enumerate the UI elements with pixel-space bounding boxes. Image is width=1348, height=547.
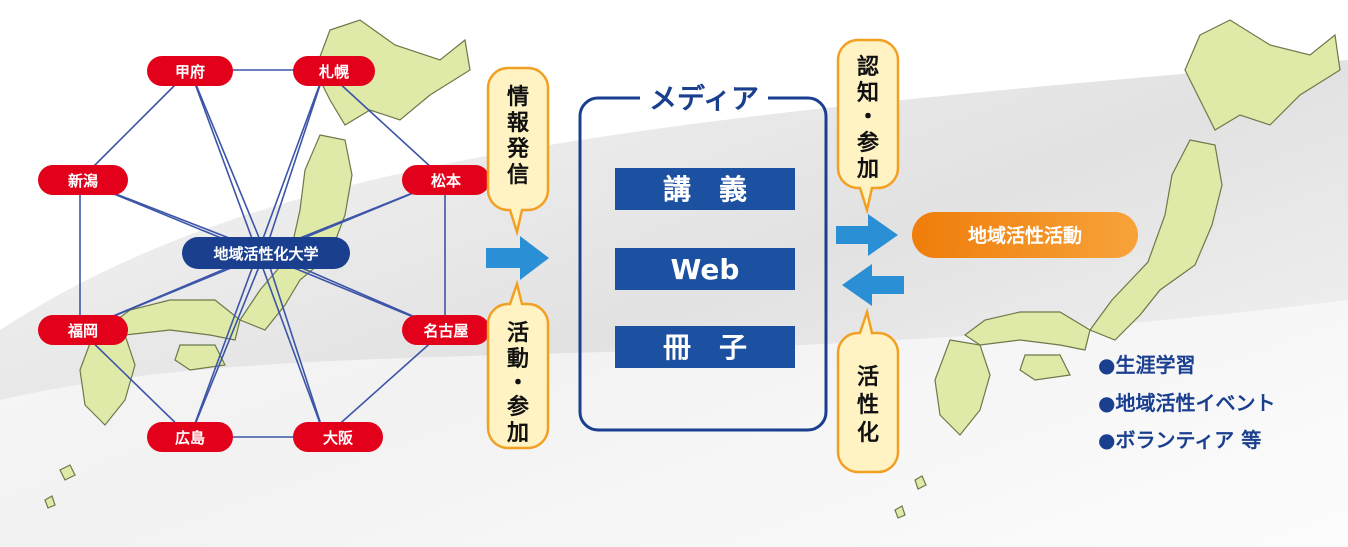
- bubble-char: 発: [506, 137, 530, 162]
- background-sweep-light: [0, 300, 1348, 547]
- city-node-fukuoka: 福岡: [38, 315, 128, 345]
- media-item-web: [615, 248, 795, 290]
- bubble-char: 認: [857, 54, 879, 80]
- bubble-aware-join: 認 知 ・ 参 加: [836, 38, 900, 215]
- link-hub-sapporo: [264, 69, 326, 253]
- bubble-activate: 活 性 化: [836, 307, 900, 474]
- activity-pill: [912, 212, 1138, 258]
- arrow-right-icon: [836, 214, 898, 256]
- city-label: 福岡: [67, 322, 98, 340]
- link-niigata-kofu: [79, 69, 191, 181]
- city-label: 大阪: [323, 429, 354, 447]
- media-item-label: 講 義: [663, 173, 747, 206]
- bubble-char: 参: [507, 394, 529, 420]
- bubble-char: 性: [857, 393, 879, 418]
- bubble-send: 情 報 発 信: [486, 66, 550, 237]
- bubble-char: 信: [507, 162, 529, 188]
- outcome-item: ●ボランティア 等: [1098, 428, 1261, 452]
- city-pill: [147, 56, 233, 86]
- city-pill: [402, 315, 490, 345]
- media-item-booklet: [615, 326, 795, 368]
- link-hub-osaka: [264, 251, 326, 438]
- bubble-char: 活: [507, 321, 529, 346]
- city-pill: [38, 165, 128, 195]
- city-pill: [147, 422, 233, 452]
- media-item-label: 冊 子: [663, 331, 747, 364]
- arrow-right-icon: [486, 236, 549, 280]
- city-label: 松本: [431, 172, 461, 190]
- city-label: 新潟: [68, 172, 98, 190]
- link-nagoya-osaka: [324, 329, 446, 438]
- media-title: メディア: [649, 82, 759, 115]
- city-node-sapporo: 札幌: [293, 56, 375, 86]
- bubble-char: 加: [856, 157, 879, 182]
- city-node-matsumoto: 松本: [402, 165, 490, 195]
- link-hub-hiroshima: [189, 251, 266, 438]
- link-hiroshima-fukuoka: [79, 329, 191, 438]
- city-pill: [293, 422, 383, 452]
- media-item-lecture: [615, 168, 795, 210]
- activity-node: 地域活性活動: [912, 212, 1138, 258]
- bubble-act-join: 活 動 ・ 参 加: [486, 279, 550, 450]
- city-node-hiroshima: 広島: [147, 422, 233, 452]
- map-japan-right: [894, 19, 1341, 519]
- bubble-char: 情: [507, 84, 529, 110]
- city-label: 広島: [175, 429, 205, 447]
- city-label: 名古屋: [423, 322, 468, 340]
- city-pill: [38, 315, 128, 345]
- bubble-char: ・: [507, 371, 529, 396]
- outcome-list: ●生涯学習 ●地域活性イベント ●ボランティア 等: [1098, 353, 1275, 452]
- bubble-char: 加: [506, 421, 529, 446]
- bubble-char: 化: [857, 420, 879, 446]
- city-label: 札幌: [318, 63, 349, 81]
- bubble-char: 知: [857, 80, 879, 106]
- bubble-char: 報: [507, 110, 530, 136]
- city-node-kofu: 甲府: [147, 56, 233, 86]
- city-pill: [402, 165, 490, 195]
- city-node-niigata: 新潟: [38, 165, 128, 195]
- outcome-item: ●地域活性イベント: [1098, 391, 1275, 415]
- bubble-char: ・: [857, 105, 879, 130]
- arrow-left-icon: [842, 264, 904, 306]
- activity-label: 地域活性活動: [968, 224, 1082, 247]
- bubble-char: 活: [857, 365, 879, 390]
- bubble-char: 動: [507, 347, 529, 372]
- hub-label: 地域活性化大学: [213, 245, 318, 263]
- media-item-label: Web: [671, 253, 740, 286]
- city-node-nagoya: 名古屋: [402, 315, 490, 345]
- link-sapporo-matsumoto: [324, 69, 446, 181]
- city-pill: [293, 56, 375, 86]
- city-node-osaka: 大阪: [293, 422, 383, 452]
- city-label: 甲府: [175, 63, 205, 81]
- media-box: メディア 講 義 Web 冊 子: [578, 82, 828, 432]
- hub-pill: [182, 237, 350, 269]
- link-hub-kofu: [189, 69, 266, 253]
- outcome-item: ●生涯学習: [1098, 353, 1195, 377]
- bubble-char: 参: [857, 130, 879, 156]
- hub-node: 地域活性化大学: [182, 237, 350, 269]
